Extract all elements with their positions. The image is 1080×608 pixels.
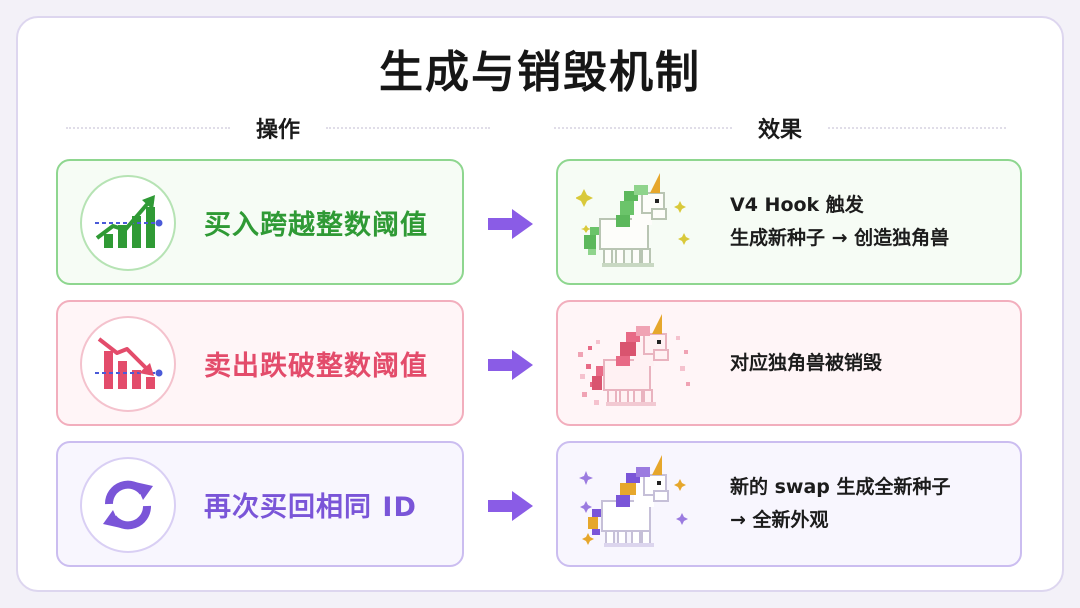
rising-bar-chart-icon bbox=[80, 175, 176, 271]
divider bbox=[66, 127, 230, 129]
divider bbox=[828, 127, 1007, 129]
right-arrow-icon bbox=[488, 491, 533, 521]
purple-unicorn-icon bbox=[579, 455, 688, 547]
effect-text: V4 Hook 触发 生成新种子 → 创造独角兽 bbox=[730, 161, 949, 283]
effect-line: V4 Hook 触发 bbox=[730, 194, 864, 216]
effect-card-create: V4 Hook 触发 生成新种子 → 创造独角兽 bbox=[556, 159, 1022, 285]
effect-line: 生成新种子 → 创造独角兽 bbox=[730, 227, 950, 249]
effect-card-destroy: 对应独角兽被销毁 bbox=[556, 300, 1022, 426]
effect-header-label: 效果 bbox=[758, 118, 803, 143]
operation-label: 卖出跌破整数阈值 bbox=[204, 350, 428, 382]
operation-label: 买入跨越整数阈值 bbox=[204, 209, 428, 241]
dissolving-pink-unicorn-icon bbox=[578, 314, 690, 406]
effect-column-header: 效果 bbox=[554, 114, 1007, 143]
operation-card-buy: 买入跨越整数阈值 bbox=[56, 159, 464, 285]
refresh-cycle-icon bbox=[80, 457, 176, 553]
operation-card-rebuy: 再次买回相同 ID bbox=[56, 441, 464, 567]
effect-line: → 全新外观 bbox=[730, 509, 829, 531]
green-unicorn-icon bbox=[576, 173, 690, 267]
operation-card-sell: 卖出跌破整数阈值 bbox=[56, 300, 464, 426]
operation-column-header: 操作 bbox=[66, 114, 491, 143]
effect-line: 新的 swap 生成全新种子 bbox=[730, 476, 951, 498]
effect-line: 对应独角兽被销毁 bbox=[730, 351, 883, 374]
operation-label: 再次买回相同 ID bbox=[204, 491, 417, 523]
effect-text: 新的 swap 生成全新种子 → 全新外观 bbox=[730, 443, 951, 565]
right-arrow-icon bbox=[488, 350, 533, 380]
effect-card-new-look: 新的 swap 生成全新种子 → 全新外观 bbox=[556, 441, 1022, 567]
effect-text: 对应独角兽被销毁 bbox=[730, 302, 882, 424]
divider bbox=[554, 127, 732, 129]
operation-header-label: 操作 bbox=[256, 118, 301, 143]
falling-bar-chart-icon bbox=[80, 316, 176, 412]
right-arrow-icon bbox=[488, 209, 533, 239]
divider bbox=[326, 127, 491, 129]
diagram-title: 生成与销毁机制 bbox=[379, 47, 701, 98]
